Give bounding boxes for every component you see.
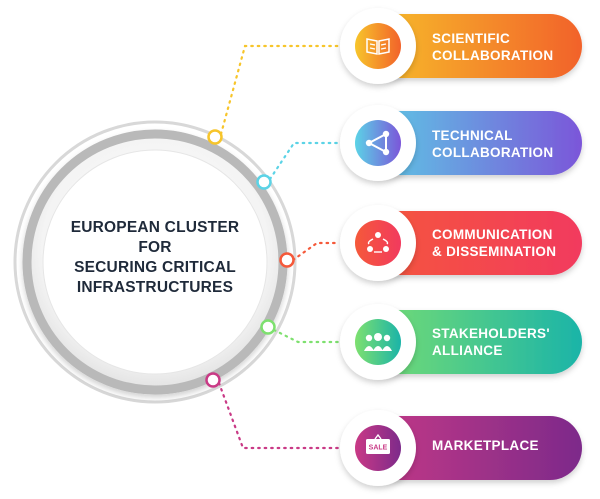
sale-sign-icon: SALE [366,433,390,454]
pill-label-line: STAKEHOLDERS' [432,326,550,341]
hub-title: EUROPEAN CLUSTER FOR SECURING CRITICAL I… [40,218,270,298]
icon-circle-inner [355,220,401,266]
hub-title-line: SECURING CRITICAL [74,259,236,276]
connector-node [279,252,295,268]
pill-label-line: MARKETPLACE [432,438,539,453]
hub-outer-arc [13,120,297,404]
hub-title-line: FOR [138,239,172,256]
connector-line [217,381,340,450]
connector-node [205,372,221,388]
hub-inner [42,149,268,375]
book-icon [366,38,390,55]
group-icon [364,333,392,351]
pill-label-line: ALLIANCE [432,343,503,358]
pill-label-line: COLLABORATION [432,48,554,63]
connector-line [291,241,340,262]
pill-label-stakeholders: STAKEHOLDERS' ALLIANCE [432,325,592,359]
icon-circle-inner [355,319,401,365]
pill-label-line: TECHNICAL [432,128,513,143]
icon-circle-inner [355,23,401,69]
pill-label-scientific: SCIENTIFIC COLLABORATION [432,30,592,64]
connector-line [268,141,340,181]
pill-label-line: SCIENTIFIC [432,31,511,46]
pill-label-technical: TECHNICAL COLLABORATION [432,127,592,161]
connector-line [219,44,340,136]
hub-title-line: EUROPEAN CLUSTER [70,219,240,236]
sale-sign-text: SALE [369,445,388,452]
icon-circle-inner [355,120,401,166]
people-exchange-icon [367,232,389,253]
pill-label-line: COMMUNICATION [432,227,553,242]
connector-node [256,174,272,190]
hub-title-line: INFRASTRUCTURES [76,279,234,296]
pill-label-line: COLLABORATION [432,145,554,160]
connector-node [207,129,223,145]
connectors [205,44,340,450]
pill-list: SALE [340,8,582,486]
connector-line [272,328,340,344]
pill-label-marketplace: MARKETPLACE [432,437,592,454]
pill-label-line: & DISSEMINATION [432,244,557,259]
pill-label-communication: COMMUNICATION & DISSEMINATION [432,226,592,260]
network-icon [365,130,390,156]
connector-node [260,319,276,335]
